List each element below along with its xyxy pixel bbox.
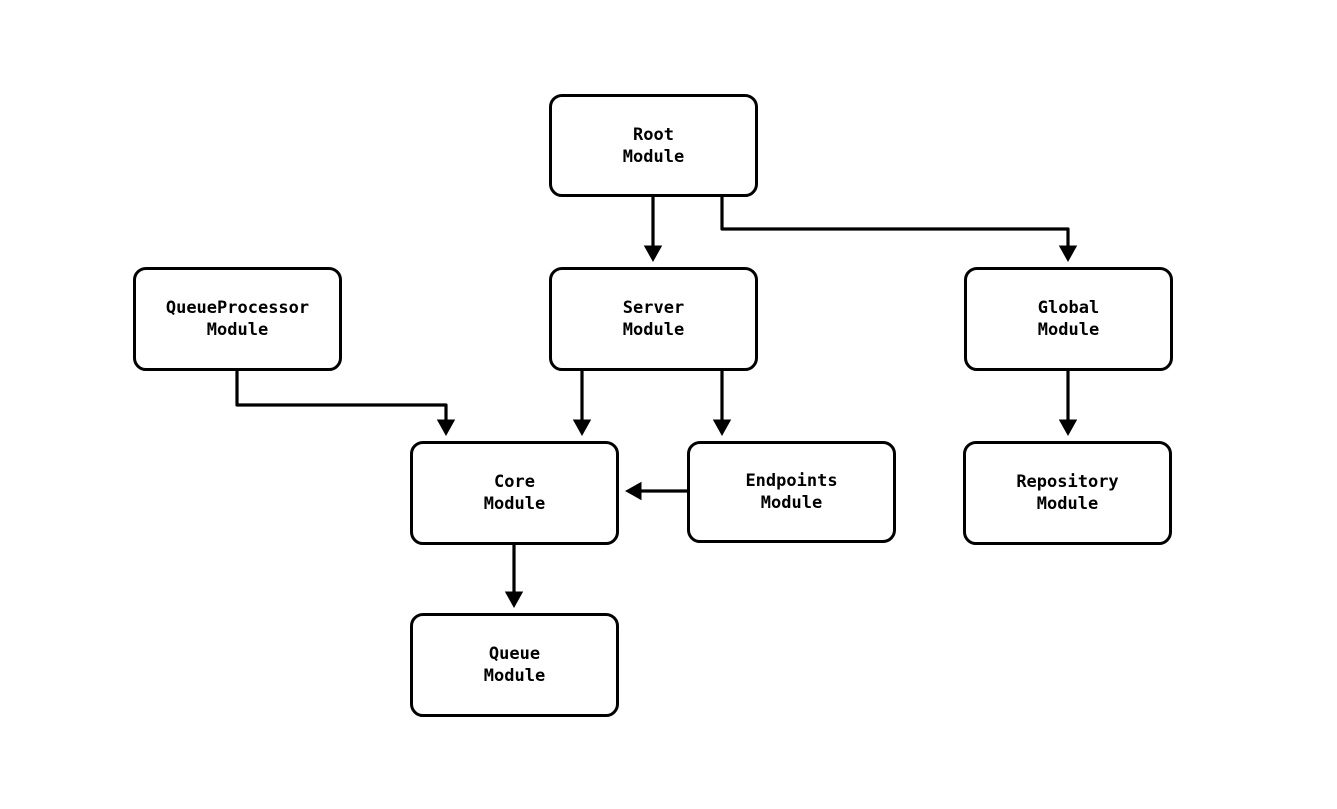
node-queueprocessor[interactable]: QueueProcessor Module (133, 267, 342, 371)
arrowhead-global-to-repository (1058, 419, 1078, 436)
node-core[interactable]: Core Module (410, 441, 619, 545)
node-queue[interactable]: Queue Module (410, 613, 619, 717)
node-core-label: Core Module (483, 472, 546, 514)
node-global[interactable]: Global Module (964, 267, 1173, 371)
arrowhead-root-to-server (643, 245, 663, 262)
edge-queueprocessor-to-core (235, 371, 448, 421)
arrowhead-server-to-endpoints (712, 419, 732, 436)
node-server-label: Server Module (622, 298, 685, 340)
arrowhead-queueprocessor-to-core (436, 419, 456, 436)
node-server[interactable]: Server Module (549, 267, 758, 371)
node-repository[interactable]: Repository Module (963, 441, 1172, 545)
node-endpoints-label: Endpoints Module (745, 471, 838, 513)
node-root[interactable]: Root Module (549, 94, 758, 197)
arrowhead-endpoints-to-core (625, 481, 642, 501)
node-queue-label: Queue Module (483, 644, 546, 686)
node-endpoints[interactable]: Endpoints Module (687, 441, 896, 543)
node-queueprocessor-label: QueueProcessor Module (165, 298, 310, 340)
edge-root-to-global (720, 197, 1070, 247)
arrowhead-core-to-queue (504, 591, 524, 608)
arrowhead-server-to-core (572, 419, 592, 436)
node-root-label: Root Module (622, 124, 685, 167)
node-repository-label: Repository Module (1016, 472, 1119, 514)
arrowhead-root-to-global (1058, 245, 1078, 262)
node-global-label: Global Module (1037, 298, 1100, 340)
